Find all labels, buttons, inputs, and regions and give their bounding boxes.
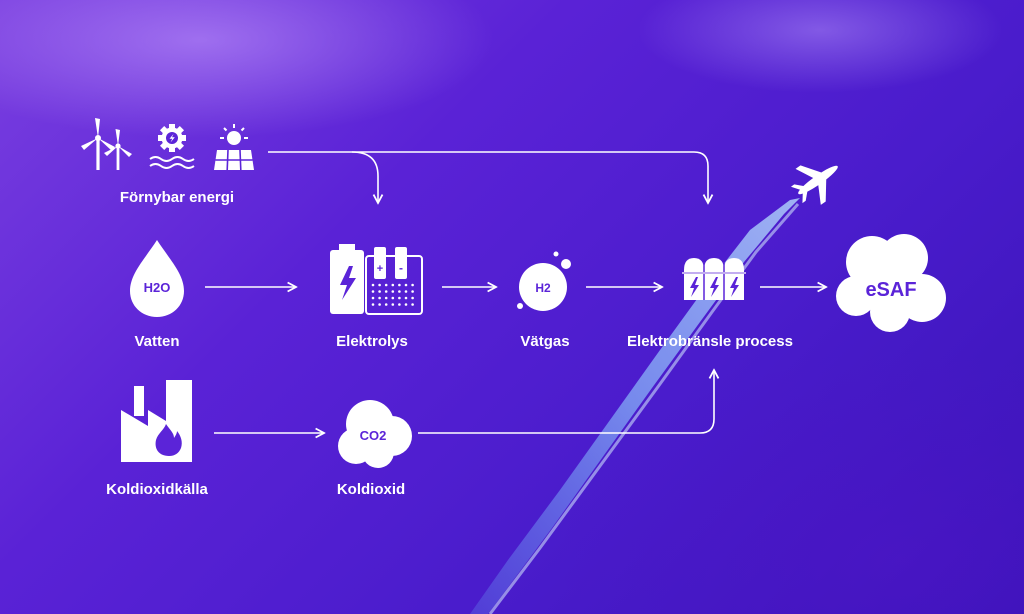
bubble-dot: [371, 303, 375, 306]
bubble-dot: [411, 296, 414, 300]
bubble-dot: [398, 296, 401, 300]
bubble-dot: [404, 303, 408, 306]
tanks-icon: [682, 258, 746, 300]
electrolysis-plus: +: [377, 263, 383, 275]
bubble-dot: [384, 283, 388, 287]
bubble-dot: [384, 290, 388, 293]
arrow-renewable-to-electrolysis: [351, 151, 378, 203]
factory-flame-icon: [121, 380, 192, 462]
bubble-dot: [398, 303, 401, 306]
electrolysis-minus: -: [399, 261, 403, 275]
bubble-dot: [378, 290, 381, 293]
arrow-co2-to-process: [418, 370, 714, 434]
cloud-icon: eSAF: [836, 234, 946, 332]
bubble-dots: [371, 283, 414, 306]
water-label: Vatten: [134, 333, 180, 350]
bubble-dot: [398, 283, 401, 287]
bubble-dot: [391, 296, 395, 300]
connectors: [205, 151, 826, 434]
bubble-dot: [378, 303, 381, 306]
bubble-dot: [371, 283, 375, 287]
bubble-dot: [378, 296, 381, 300]
solar-panel-icon: [214, 124, 254, 171]
co2-formula: CO2: [360, 428, 387, 443]
co2-cloud-icon: CO2: [338, 400, 412, 468]
co2-label: Koldioxid: [336, 481, 406, 498]
esaf-text: eSAF: [865, 279, 916, 301]
bubble-dot: [411, 303, 414, 306]
hydrogen-molecule-icon: H2: [517, 251, 571, 311]
renewable-energy-label: Förnybar energi: [119, 189, 235, 206]
bubble-dot: [391, 283, 395, 287]
bubble-dot: [371, 296, 375, 300]
airplane-icon: [790, 165, 838, 205]
electrolysis-label: Elektrolys: [336, 333, 408, 350]
hydrogen-formula: H2: [535, 281, 551, 295]
bubble-dot: [404, 283, 408, 287]
bubble-dot: [378, 283, 381, 287]
bubble-dot: [411, 283, 414, 287]
bubble-dot: [411, 290, 414, 293]
bubble-dot: [391, 303, 395, 306]
bubble-dot: [398, 290, 401, 293]
bubble-dot: [404, 290, 408, 293]
arrow-renewable-to-process: [268, 151, 708, 203]
gear-waves-icon: [149, 124, 195, 169]
hydrogen-label: Vätgas: [520, 333, 570, 350]
contrail: [470, 198, 800, 614]
bubble-dot: [384, 303, 388, 306]
co2-source-label: Koldioxidkälla: [106, 481, 208, 498]
water-drop-icon: H2O: [130, 240, 184, 317]
battery-electrolyzer-icon: + -: [330, 244, 423, 315]
bubble-dot: [404, 296, 408, 300]
bubble-dot: [384, 296, 388, 300]
efuel-process-label: Elektrobränsle process: [627, 333, 793, 350]
wind-turbine-icon: [81, 118, 132, 170]
bubble-dot: [391, 290, 395, 293]
water-formula: H2O: [144, 280, 171, 295]
bubble-dot: [371, 290, 375, 293]
